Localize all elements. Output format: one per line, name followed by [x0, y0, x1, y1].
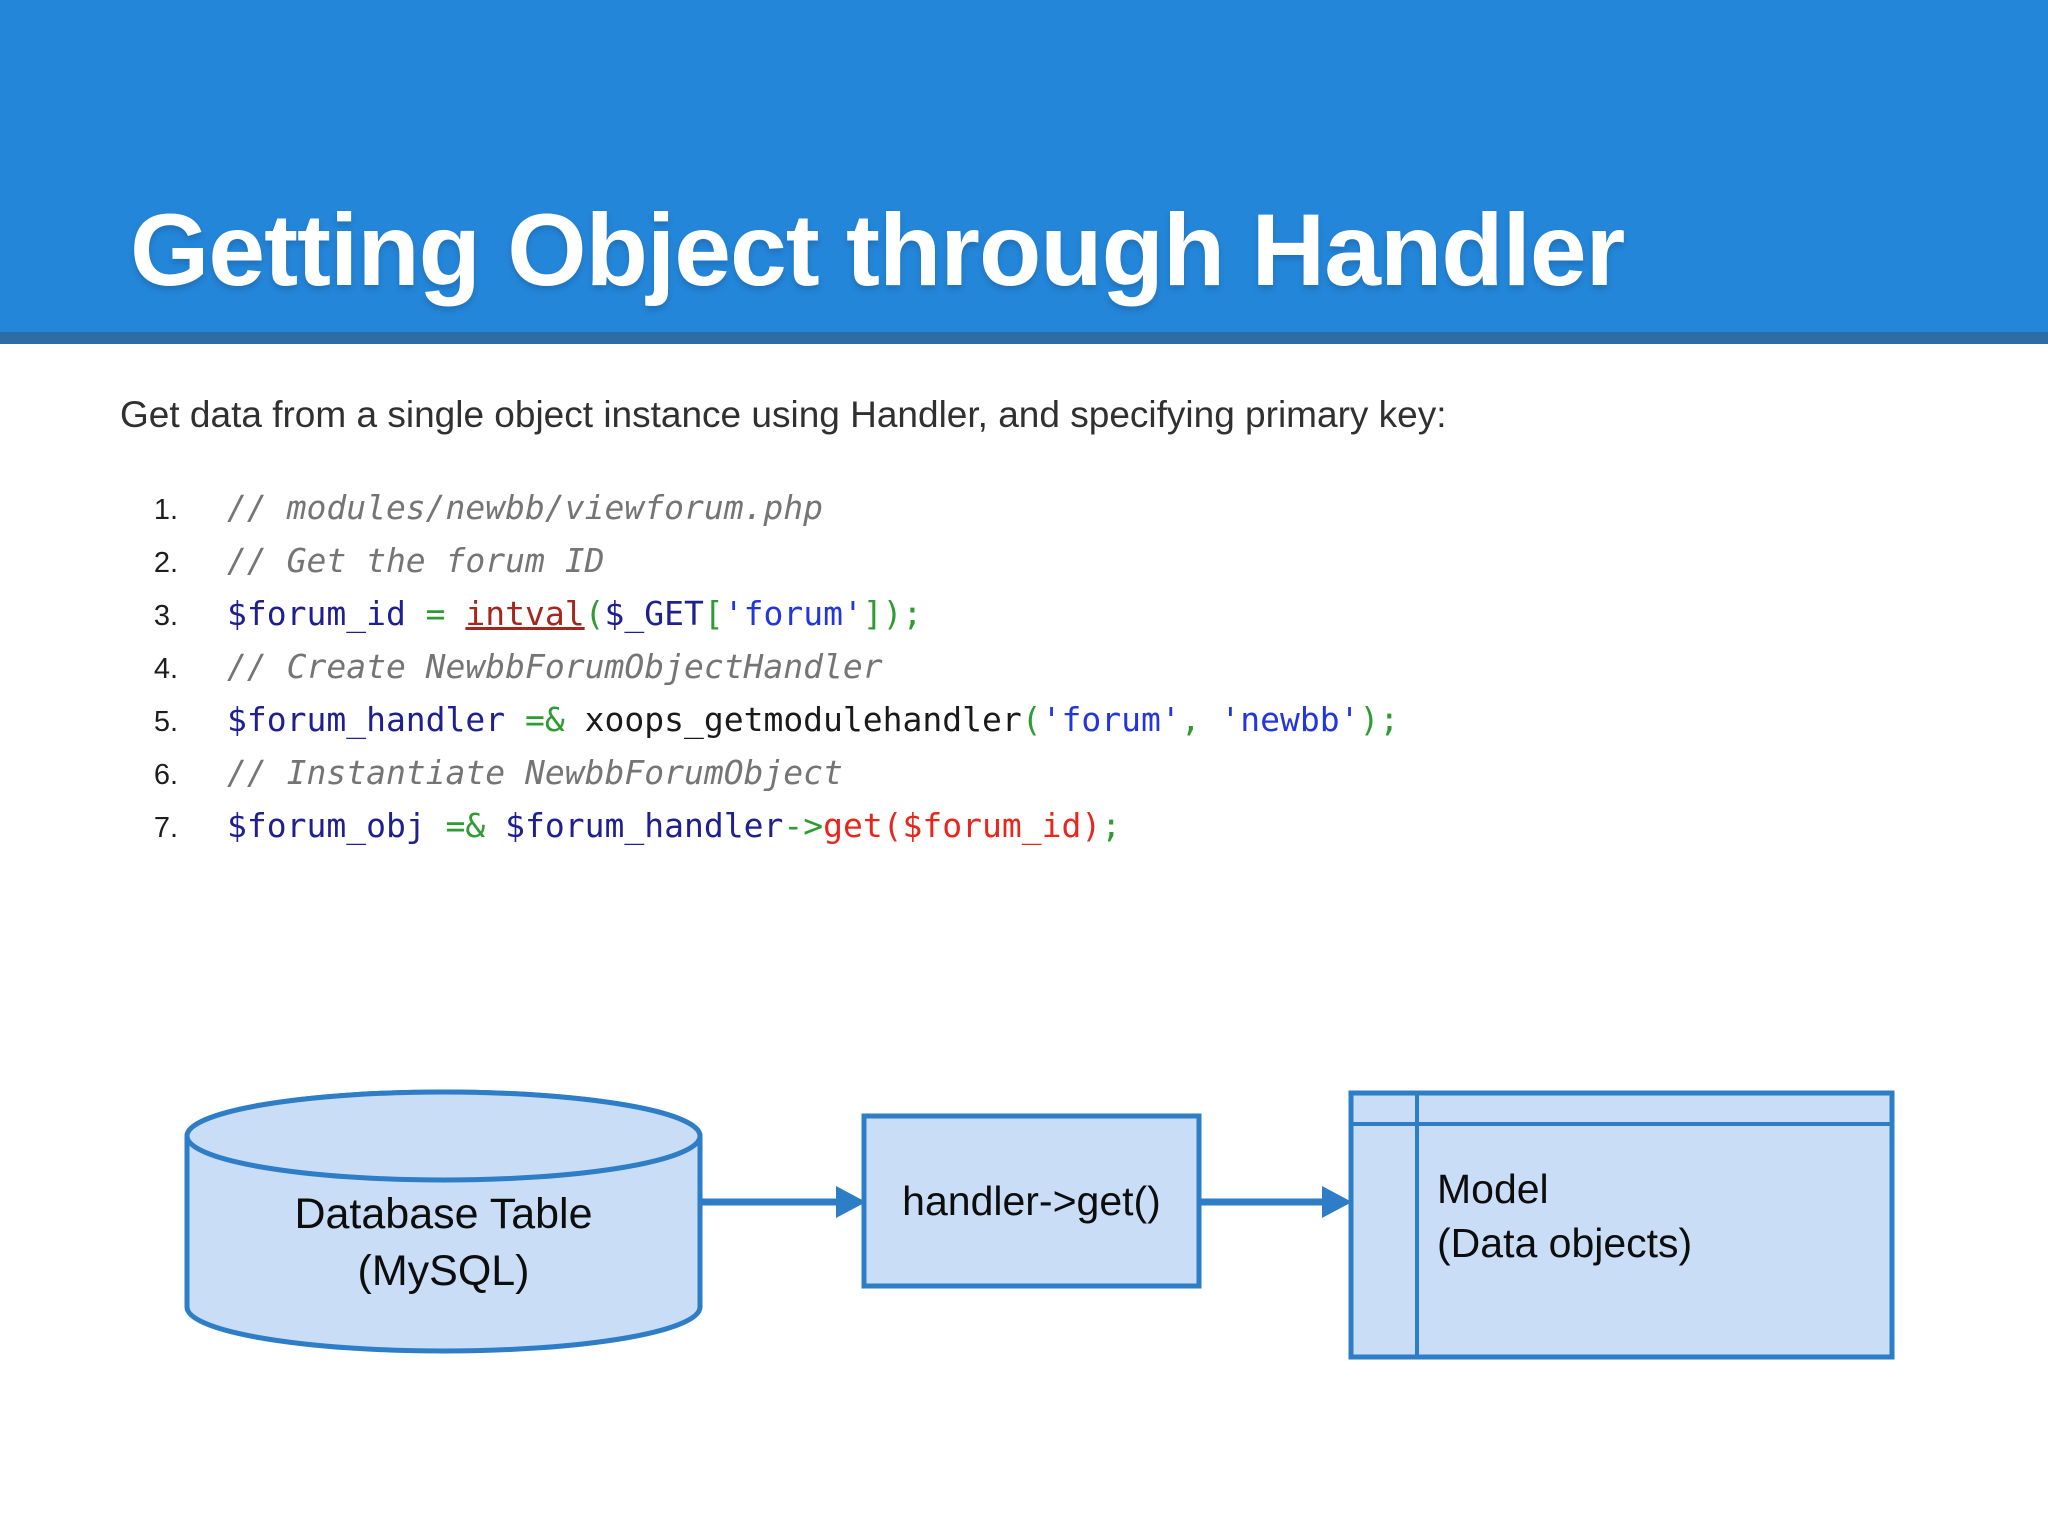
model-label-line2: (Data objects)	[1437, 1220, 1693, 1266]
code-token: get($forum_id)	[823, 806, 1102, 845]
line-number: 4.	[153, 653, 178, 685]
code-token: // Instantiate NewbbForumObject	[227, 753, 843, 792]
code-line: 1. // modules/newbb/viewforum.php	[120, 481, 1399, 534]
code-token: (	[1021, 700, 1042, 739]
handler-label: handler->get()	[902, 1177, 1161, 1224]
code-token: // Create NewbbForumObjectHandler	[227, 647, 883, 686]
code-token: xoops_getmodulehandler	[584, 700, 1022, 739]
title-banner-accent-strip	[0, 332, 2048, 344]
code-line: 3. $forum_id = intval($_GET['forum']);	[120, 587, 1399, 640]
handler-box	[861, 1113, 1202, 1289]
code-block: 1. // modules/newbb/viewforum.php 2. // Get…	[120, 481, 1399, 852]
line-number: 2.	[153, 547, 178, 579]
code-token: ,	[1180, 700, 1221, 739]
code-token: ;	[1101, 806, 1122, 845]
line-number: 3.	[153, 600, 178, 632]
slide-title: Getting Object through Handler	[130, 193, 1625, 307]
code-token: $_GET	[604, 594, 704, 633]
line-number: 1.	[153, 494, 178, 526]
code-token: (	[584, 594, 605, 633]
database-label: Database Table (MySQL)	[187, 1186, 700, 1300]
line-number: 7.	[153, 812, 178, 844]
diagram-shapes	[184, 1089, 1895, 1360]
title-banner	[0, 0, 2048, 332]
flow-diagram: Database Table (MySQL) handler->get() Mo…	[0, 1040, 2048, 1420]
model-label: Model (Data objects)	[1437, 1162, 1692, 1270]
code-token: $forum_obj	[227, 806, 426, 845]
line-number: 5.	[153, 706, 178, 738]
code-token: [	[703, 594, 724, 633]
database-label-line2: (MySQL)	[357, 1247, 530, 1295]
code-line: 4. // Create NewbbForumObjectHandler	[120, 640, 1399, 693]
code-token: =&	[505, 700, 585, 739]
code-line: 5. $forum_handler =& xoops_getmodulehandl…	[120, 693, 1399, 746]
database-label-line1: Database Table	[294, 1190, 593, 1238]
code-token: // modules/newbb/viewforum.php	[227, 488, 824, 527]
code-token: 'newbb'	[1220, 700, 1360, 739]
code-line: 6. // Instantiate NewbbForumObject	[120, 746, 1399, 799]
code-token: =	[405, 594, 466, 633]
code-token: =&	[425, 806, 506, 845]
arrow-db-to-handler	[700, 1186, 866, 1218]
line-number: 6.	[153, 759, 178, 791]
code-token: 'forum'	[723, 594, 863, 633]
code-token: $forum_id	[227, 594, 406, 633]
arrow-handler-to-model	[1199, 1186, 1352, 1218]
code-token: ]);	[862, 594, 923, 633]
code-line: 7. $forum_obj =& $forum_handler->get($for…	[120, 799, 1399, 852]
code-token: 'forum'	[1041, 700, 1181, 739]
code-line: 2. // Get the forum ID	[120, 534, 1399, 587]
code-token: $forum_handler	[505, 806, 784, 845]
code-token: ->	[783, 806, 824, 845]
code-token: );	[1359, 700, 1400, 739]
model-box	[1348, 1090, 1895, 1360]
code-token: $forum_handler	[227, 700, 506, 739]
intro-text: Get data from a single object instance u…	[120, 394, 1447, 435]
model-label-line1: Model	[1437, 1166, 1549, 1212]
code-token: intval	[465, 594, 585, 633]
database-cylinder	[184, 1089, 703, 1354]
code-token: // Get the forum ID	[227, 541, 605, 580]
